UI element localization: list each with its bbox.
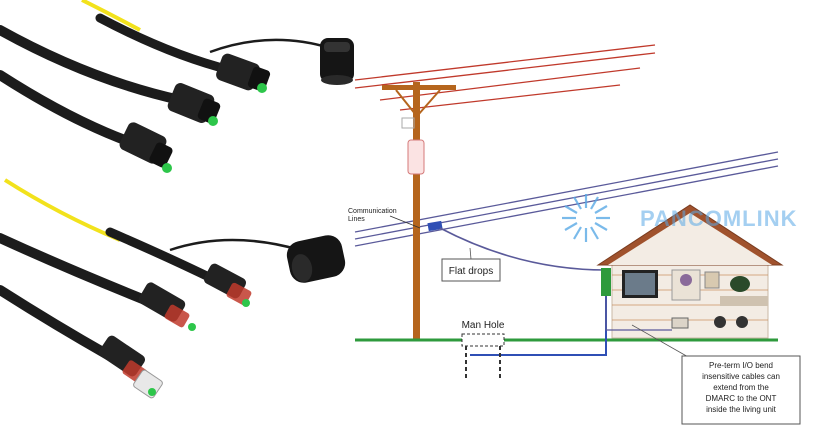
callout-box: Pre-term I/O bend insensitive cables can e… bbox=[631, 324, 801, 425]
flat-drop-cable bbox=[439, 227, 607, 271]
power-lines bbox=[354, 44, 656, 111]
dust-cap-top bbox=[320, 38, 354, 85]
lbl-callout-line: inside the living unit bbox=[706, 405, 777, 414]
connector-bottom-3 bbox=[0, 285, 163, 399]
watermark-text: PANCOMLINK bbox=[640, 206, 797, 231]
lbl-comm-line: Lines bbox=[348, 216, 365, 223]
lbl-comm-line: Communication bbox=[348, 208, 397, 215]
man-hole-label: Man Hole bbox=[462, 320, 505, 331]
connector-bottom-2 bbox=[0, 233, 196, 331]
label-man-hole: Man Hole bbox=[462, 320, 505, 331]
brand-watermark: PANCOMLINK bbox=[562, 194, 797, 242]
plant-icon bbox=[730, 276, 750, 292]
connector-bottom-1 bbox=[3, 178, 301, 307]
house bbox=[596, 204, 784, 339]
connector-top-2 bbox=[0, 25, 221, 126]
connector-top-3 bbox=[0, 70, 173, 173]
utility-pole bbox=[382, 82, 456, 340]
lbl-callout-line: extend from the bbox=[713, 383, 769, 392]
device-icon bbox=[714, 316, 726, 328]
callout-text: Pre-term I/O bend insensitive cables can e… bbox=[702, 361, 780, 414]
manhole bbox=[461, 333, 505, 380]
connector-photos bbox=[0, 0, 354, 399]
dmarc-box bbox=[601, 268, 611, 296]
lbl-callout-line: DMARC to the ONT bbox=[706, 394, 777, 403]
dust-cap-bottom bbox=[286, 235, 346, 283]
label-flat-drops: Flat drops bbox=[441, 247, 501, 282]
ont-box bbox=[671, 317, 689, 329]
connector-top-1 bbox=[81, 0, 331, 93]
lbl-callout-line: Pre-term I/O bend bbox=[709, 361, 773, 370]
flat-drops-label: Flat drops bbox=[449, 266, 493, 277]
terminal-box bbox=[427, 220, 443, 232]
lbl-callout-line: insensitive cables can bbox=[702, 372, 780, 381]
